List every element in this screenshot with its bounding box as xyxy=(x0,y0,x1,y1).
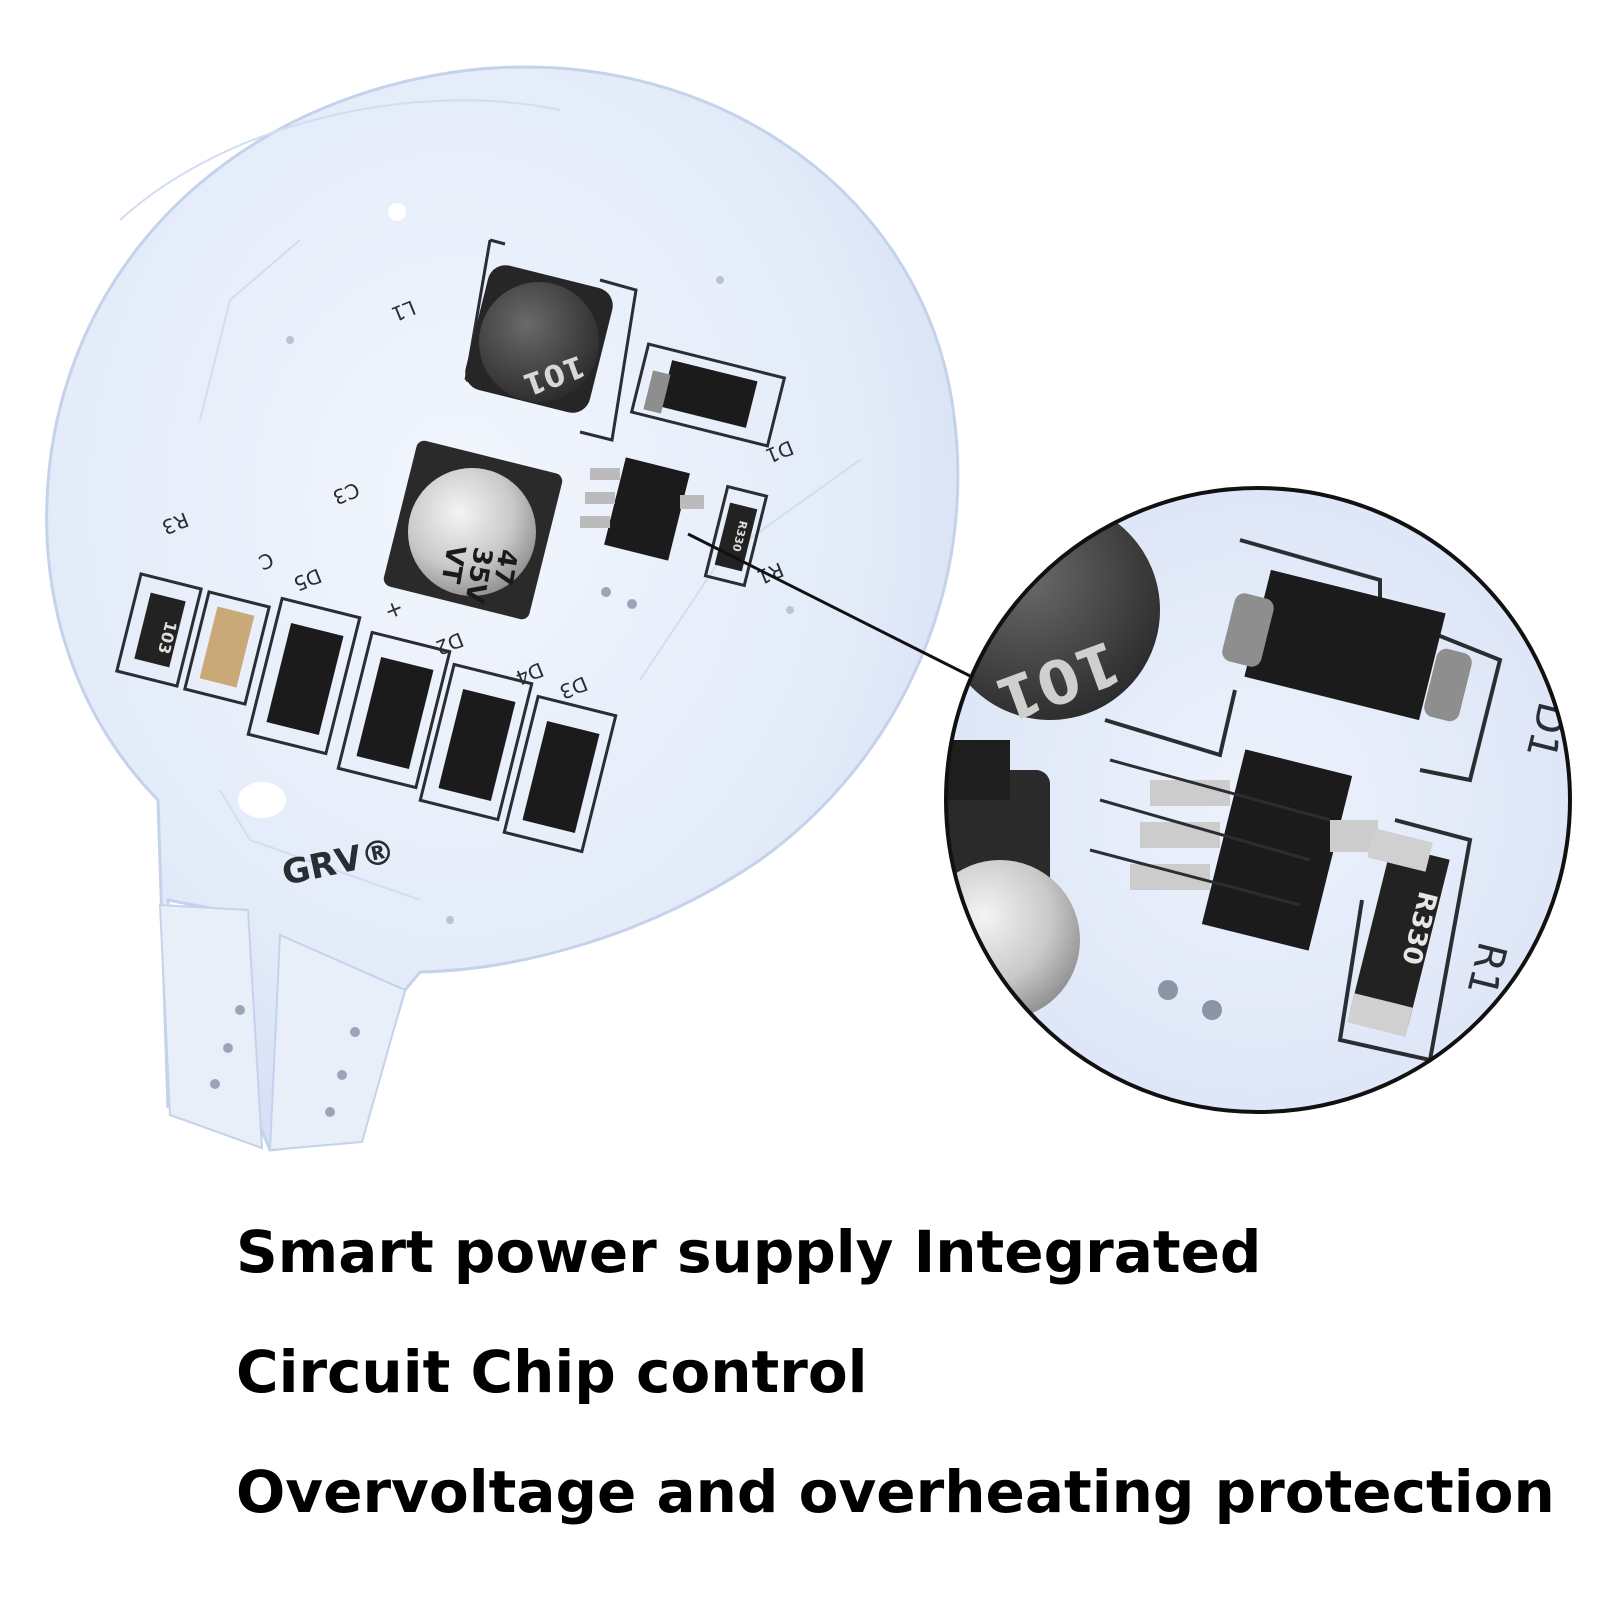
capacitor-marking-1: 47 xyxy=(487,547,523,588)
capacitor-c xyxy=(183,590,271,706)
contact-tab-left xyxy=(158,903,264,1150)
diode-d4 xyxy=(418,662,534,822)
mounting-hole xyxy=(238,782,286,818)
zoom-inset: 101 D1 R330 R1 xyxy=(944,486,1572,1114)
diode-d1 xyxy=(629,342,787,448)
capacitor-marking-3: VT xyxy=(434,543,470,586)
inductor-l1: 101 xyxy=(464,238,638,442)
capacitor-c3: 47 35V VT xyxy=(383,440,563,620)
product-photo: L1 C3 R3 C D5 D2 D4 D3 D1 R1 + GRV® 101 … xyxy=(45,65,1572,1152)
zoom-inset-border xyxy=(944,486,1572,1114)
feature-list: Smart power supply Integrated Circuit Ch… xyxy=(236,1222,1576,1582)
feature-line-3: Overvoltage and overheating protection xyxy=(236,1458,1555,1526)
diode-d5 xyxy=(246,596,362,756)
regulator-chip xyxy=(580,457,704,561)
feature-line-1: Smart power supply Integrated xyxy=(236,1218,1262,1286)
diode-d2 xyxy=(336,630,452,790)
resistor-r3: 103 xyxy=(115,572,203,688)
diode-d3 xyxy=(502,694,618,854)
zoom-callout-line xyxy=(687,532,991,688)
mounting-hole xyxy=(388,203,406,221)
contact-tab-right xyxy=(268,933,407,1152)
feature-line-2: Circuit Chip control xyxy=(236,1338,868,1406)
